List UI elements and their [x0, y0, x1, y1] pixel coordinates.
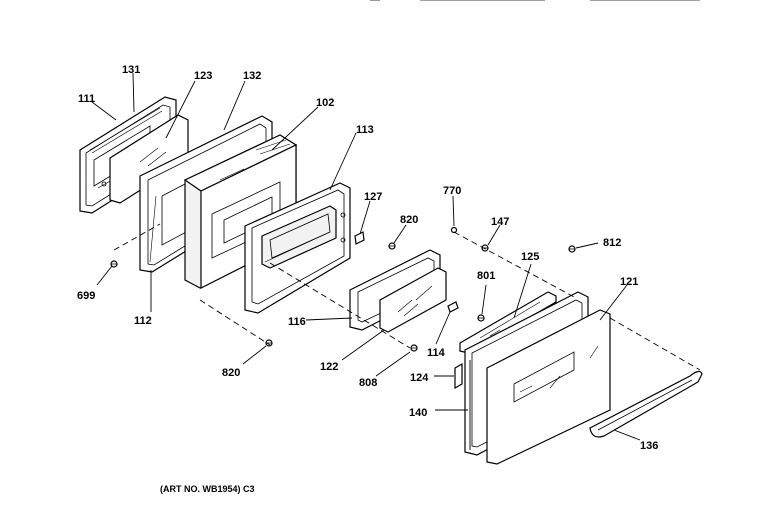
screw-812 — [568, 245, 576, 253]
label-801: 801 — [477, 270, 495, 282]
label-123: 123 — [194, 70, 212, 82]
screw-820-upper — [388, 242, 396, 250]
part-114-spacer — [447, 301, 459, 313]
label-122: 122 — [320, 361, 338, 373]
label-770: 770 — [443, 185, 461, 197]
label-113: 113 — [356, 124, 374, 136]
label-111: 111 — [78, 93, 95, 105]
part-127-clip — [354, 231, 365, 245]
label-808: 808 — [359, 377, 377, 389]
label-812: 812 — [603, 237, 621, 249]
screw-147 — [481, 244, 489, 252]
label-136: 136 — [640, 440, 658, 452]
part-125-glass — [459, 291, 557, 354]
assembly-lines — [113, 223, 701, 371]
label-127: 127 — [364, 191, 382, 203]
label-132: 132 — [243, 70, 261, 82]
part-labels: 111 131 123 132 102 113 127 820 770 147 … — [77, 64, 658, 452]
label-114: 114 — [427, 347, 446, 359]
screw-770 — [450, 226, 458, 234]
label-147: 147 — [491, 216, 509, 228]
art-number-caption: (ART NO. WB1954) C3 — [160, 484, 255, 494]
part-113-inner-panel — [244, 182, 351, 314]
part-124-badge — [454, 362, 463, 390]
part-136-handle — [589, 370, 703, 438]
label-699: 699 — [77, 290, 95, 302]
label-125: 125 — [521, 251, 539, 263]
screw-808 — [410, 344, 418, 352]
part-122-glass — [379, 267, 447, 333]
label-116: 116 — [288, 316, 306, 328]
label-124: 124 — [410, 372, 429, 384]
label-102: 102 — [316, 97, 334, 109]
label-820-lower: 820 — [222, 367, 240, 379]
screw-699 — [110, 260, 118, 268]
part-121-outer-panel — [486, 309, 611, 465]
label-121: 121 — [620, 276, 638, 288]
label-131: 131 — [122, 64, 140, 76]
label-820-upper: 820 — [400, 214, 418, 226]
screw-820-lower — [265, 339, 273, 347]
label-140: 140 — [409, 407, 427, 419]
leader-lines — [91, 72, 641, 441]
screw-801 — [477, 314, 485, 322]
label-112: 112 — [134, 315, 152, 327]
